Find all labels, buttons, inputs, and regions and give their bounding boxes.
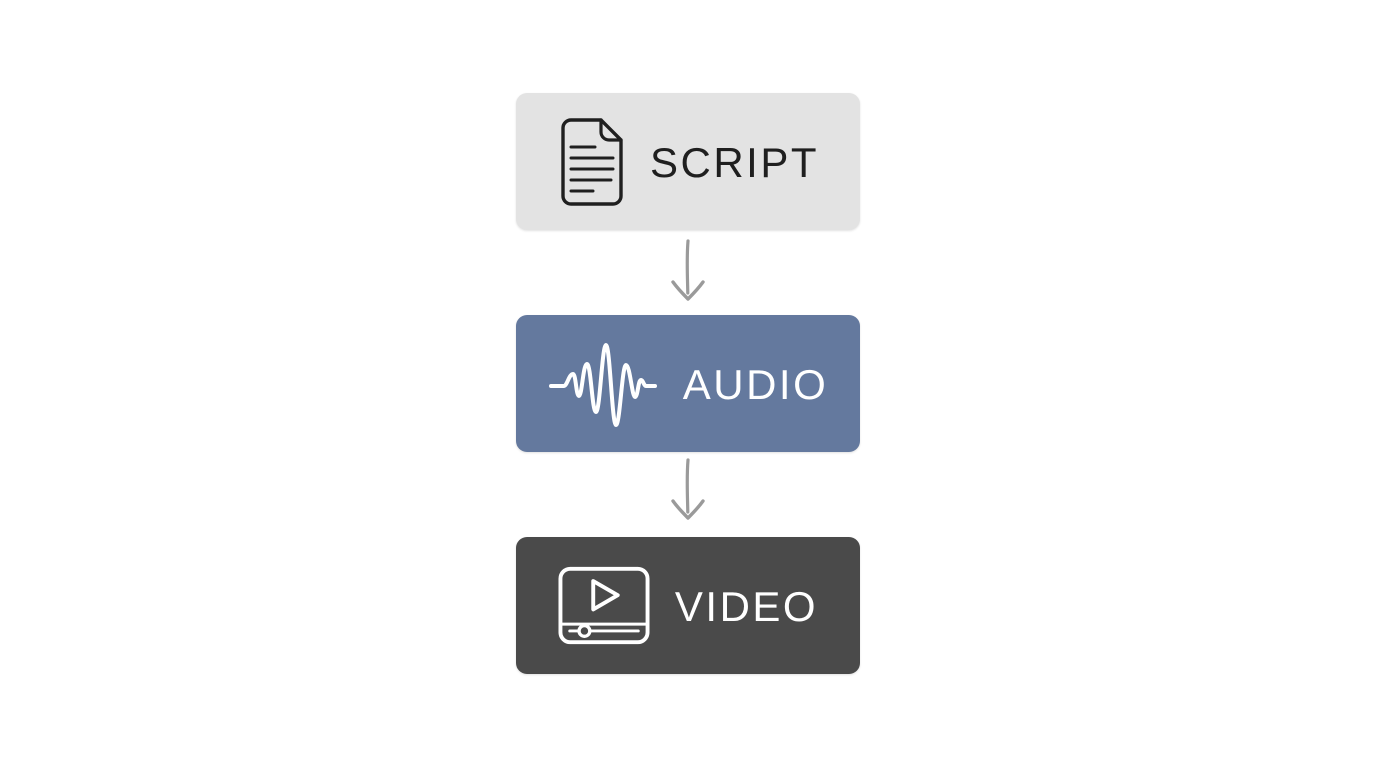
node-label-video: VIDEO (674, 582, 819, 630)
arrow-down-icon (671, 458, 705, 520)
arrow-down-icon (671, 239, 705, 301)
node-label-script: SCRIPT (649, 138, 819, 186)
node-label-audio: AUDIO (682, 360, 829, 408)
document-icon (557, 117, 625, 207)
waveform-icon (548, 339, 658, 429)
video-player-icon (558, 566, 650, 645)
node-audio: AUDIO (516, 315, 860, 452)
node-video: VIDEO (516, 537, 860, 674)
node-script: SCRIPT (516, 93, 860, 230)
